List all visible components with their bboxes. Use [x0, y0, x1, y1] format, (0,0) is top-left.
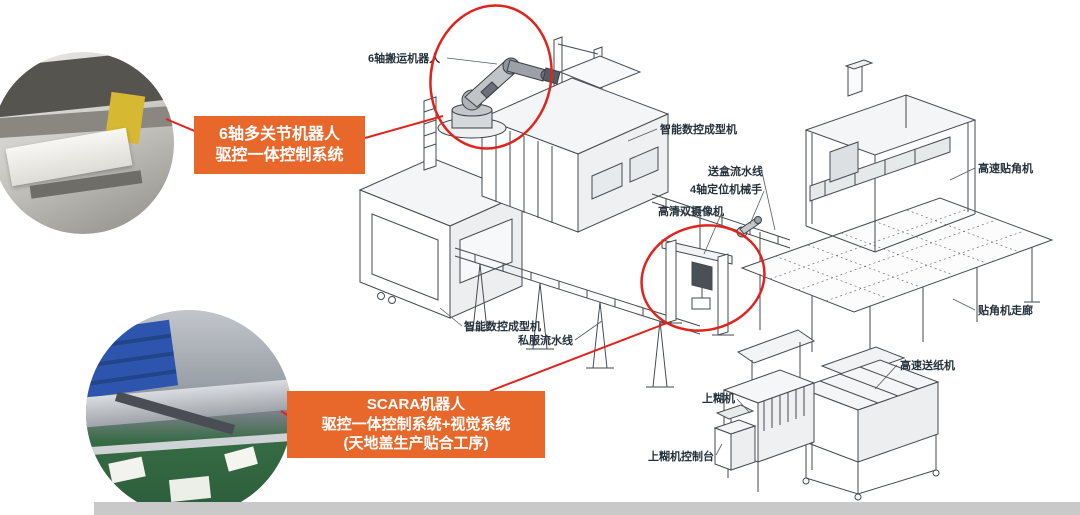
- photo-inset-scara-cell: [86, 310, 292, 515]
- camera-gantry: [660, 239, 734, 336]
- diagram-label: 私服流水线: [518, 333, 573, 347]
- diagram-label: 高速贴角机: [978, 161, 1033, 175]
- diagram-label: 高速送纸机: [900, 358, 955, 372]
- callout-scara-robot: SCARA机器人 驱控一体控制系统+视觉系统 (天地盖生产贴合工序): [287, 391, 545, 458]
- highlight-ellipse-camera: [640, 224, 766, 332]
- diagram-label: 智能数控成型机: [660, 122, 737, 136]
- robot-6-axis: [437, 57, 561, 139]
- callout-line: 驱控一体控制系统+视觉系统: [321, 415, 511, 433]
- highlight-ellipse-robot: [429, 4, 553, 150]
- diagram-label: 6轴搬运机器人: [368, 51, 441, 65]
- footer-bar: [94, 502, 1080, 515]
- diagram-label: 上糊机: [702, 391, 735, 405]
- diagram-labels: 6轴搬运机器人 智能数控成型机 送盒流水线 4轴定位机械手 高清双摄像机 高速贴…: [368, 51, 1033, 463]
- diagram-label: 上糊机控制台: [648, 449, 714, 463]
- connector-callout1-ellipse1: [364, 115, 444, 139]
- callout-line: (天地盖生产贴合工序): [343, 435, 489, 453]
- diagram-label: 送盒流水线: [707, 164, 763, 178]
- callout-line: 6轴多关节机器人: [219, 125, 340, 143]
- callout-six-axis-robot: 6轴多关节机器人 驱控一体控制系统: [194, 116, 365, 174]
- diagram-label: 4轴定位机械手: [690, 182, 762, 196]
- servo-conveyor-line: [454, 247, 701, 388]
- machine-cnc-former-left: [358, 96, 524, 319]
- machine-corner-gluer: [804, 59, 977, 253]
- callout-line: SCARA机器人: [366, 395, 466, 413]
- connector-callout2-ellipse2: [489, 322, 668, 392]
- machine-gluer-console: [713, 404, 757, 471]
- callout-line: 驱控一体控制系统: [215, 147, 344, 164]
- diagram-label: 智能数控成型机: [464, 319, 541, 333]
- corner-machine-platform: [740, 197, 1054, 362]
- diagram-label: 贴角机走廊: [977, 303, 1033, 317]
- photo-inset-robot-cell: [0, 52, 174, 234]
- diagram-label: 高清双摄像机: [658, 204, 724, 218]
- connector-photo1-callout1: [165, 118, 198, 133]
- machine-cnc-former-center: [480, 36, 670, 233]
